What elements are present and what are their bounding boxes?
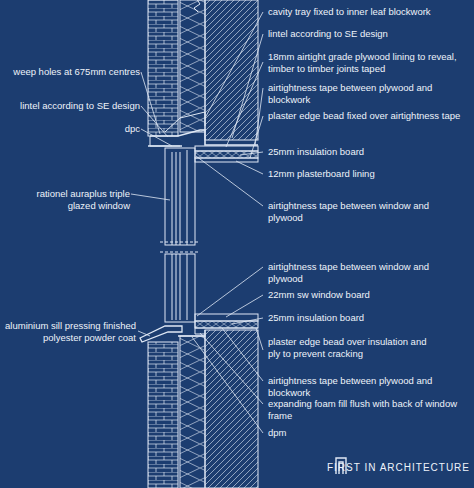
- callout-label: plaster edge bead fixed over airtightnes…: [268, 110, 466, 122]
- callout-label: plaster edge bead over insulation and pl…: [268, 336, 438, 359]
- callout-label: 18mm airtight grade plywood lining to re…: [268, 51, 466, 74]
- callout-label: weep holes at 675mm centres: [6, 66, 140, 78]
- callout-label: 12mm plasterboard lining: [268, 168, 466, 180]
- callout-label: 22mm sw window board: [268, 289, 466, 301]
- callout-label: 25mm insulation board: [268, 146, 466, 158]
- callout-label: rationel auraplus triple glazed window: [30, 188, 130, 211]
- callout-label: dpc: [6, 123, 140, 135]
- callout-label: expanding foam fill flush with back of w…: [268, 398, 466, 421]
- watermark: FIRST IN ARCHITECTURE: [327, 462, 470, 474]
- callout-label: airtightness tape between window and ply…: [268, 200, 466, 223]
- callout-label: airtightness tape between window and ply…: [268, 261, 466, 284]
- callout-label: 25mm insulation board: [268, 312, 466, 324]
- callout-label: airtightness tape between plywood and bl…: [268, 82, 466, 105]
- callout-label: airtightness tape between plywood and bl…: [268, 375, 466, 398]
- callout-label: aluminium sill pressing finished polyest…: [4, 320, 136, 343]
- callout-label: lintel according to SE design: [268, 28, 466, 40]
- callout-label: dpm: [268, 427, 466, 439]
- callout-label: lintel according to SE design: [6, 100, 140, 112]
- callout-label: cavity tray fixed to inner leaf blockwor…: [268, 6, 466, 18]
